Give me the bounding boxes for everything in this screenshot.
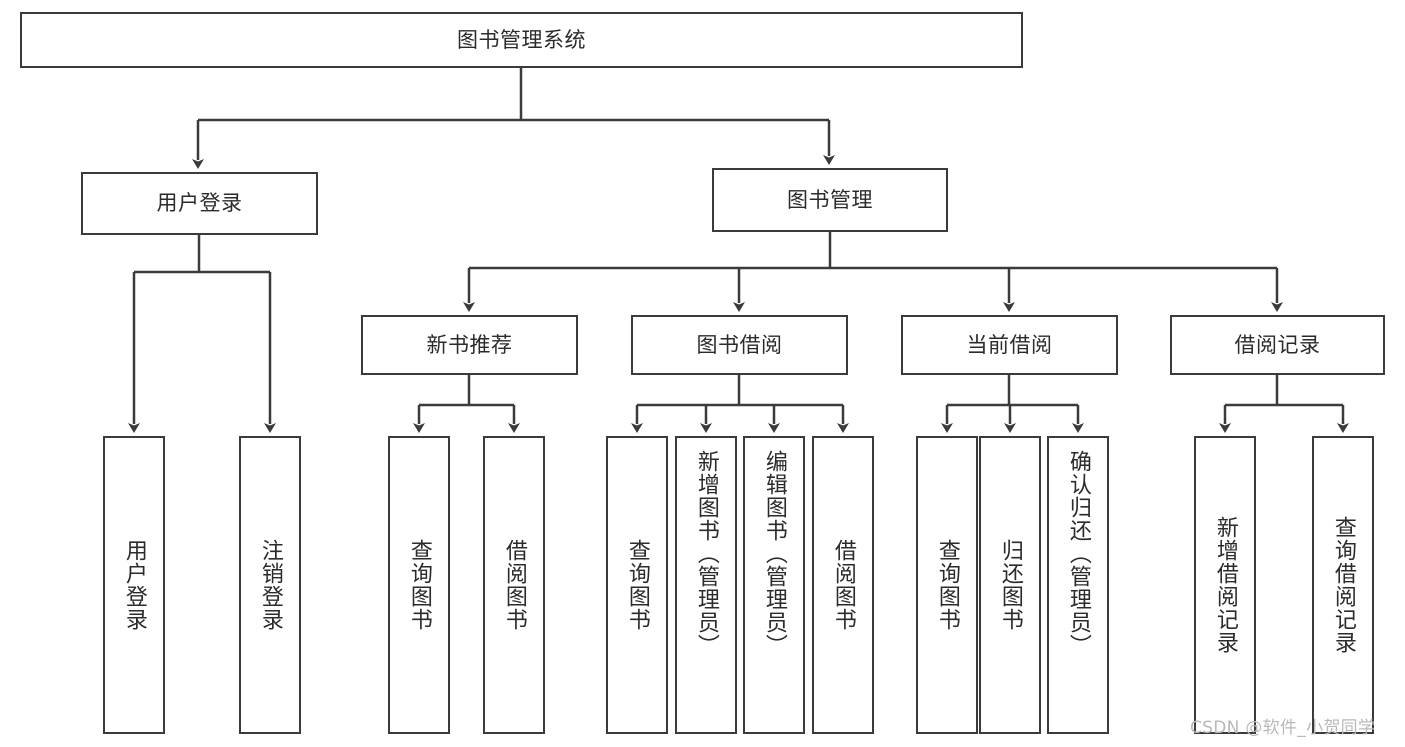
node-label: 用户登录	[121, 539, 147, 631]
leaf-logout-login[interactable]: 注销登录	[239, 436, 301, 734]
watermark-csdn: CSDN @软件_小贺同学	[1190, 718, 1376, 738]
node-label: 用户登录	[156, 191, 243, 216]
node-label: 借阅图书	[830, 539, 856, 631]
node-user-login[interactable]: 用户登录	[81, 172, 318, 235]
leaf-edit-book-admin[interactable]: 编辑图书（管理员）	[743, 436, 805, 734]
leaf-query-book-borrow[interactable]: 查询图书	[606, 436, 668, 734]
leaf-query-borrow-record[interactable]: 查询借阅记录	[1312, 436, 1374, 734]
node-root-book-management-system[interactable]: 图书管理系统	[20, 12, 1023, 68]
leaf-add-book-admin[interactable]: 新增图书（管理员）	[675, 436, 737, 734]
node-label: 图书管理系统	[457, 27, 586, 52]
node-label: 借阅图书	[501, 539, 527, 631]
node-label: 查询借阅记录	[1330, 516, 1356, 654]
leaf-user-login[interactable]: 用户登录	[103, 436, 165, 734]
leaf-add-borrow-record[interactable]: 新增借阅记录	[1194, 436, 1256, 734]
node-label: 借阅记录	[1234, 332, 1321, 357]
leaf-confirm-return-admin[interactable]: 确认归还（管理员）	[1047, 436, 1109, 734]
node-label: 确认归还（管理员）	[1065, 450, 1091, 657]
leaf-query-book-current[interactable]: 查询图书	[916, 436, 978, 734]
node-label: 编辑图书（管理员）	[761, 450, 787, 657]
node-book-borrow[interactable]: 图书借阅	[631, 315, 848, 375]
node-label: 查询图书	[406, 539, 432, 631]
node-current-borrow[interactable]: 当前借阅	[901, 315, 1118, 375]
node-new-book-recommend[interactable]: 新书推荐	[361, 315, 578, 375]
node-label: 新增图书（管理员）	[693, 450, 719, 657]
node-borrow-record[interactable]: 借阅记录	[1170, 315, 1385, 375]
node-label: 当前借阅	[966, 332, 1053, 357]
node-label: 注销登录	[257, 539, 283, 631]
node-label: 查询图书	[934, 539, 960, 631]
node-label: 图书管理	[787, 187, 873, 212]
leaf-borrow-book-recommend[interactable]: 借阅图书	[483, 436, 545, 734]
leaf-borrow-book-borrow[interactable]: 借阅图书	[812, 436, 874, 734]
node-book-management[interactable]: 图书管理	[712, 168, 948, 232]
node-label: 查询图书	[624, 539, 650, 631]
node-label: 归还图书	[997, 539, 1023, 631]
leaf-query-book-recommend[interactable]: 查询图书	[388, 436, 450, 734]
leaf-return-book[interactable]: 归还图书	[979, 436, 1041, 734]
node-label: 新书推荐	[426, 332, 513, 357]
node-label: 新增借阅记录	[1212, 516, 1238, 654]
node-label: 图书借阅	[696, 332, 783, 357]
